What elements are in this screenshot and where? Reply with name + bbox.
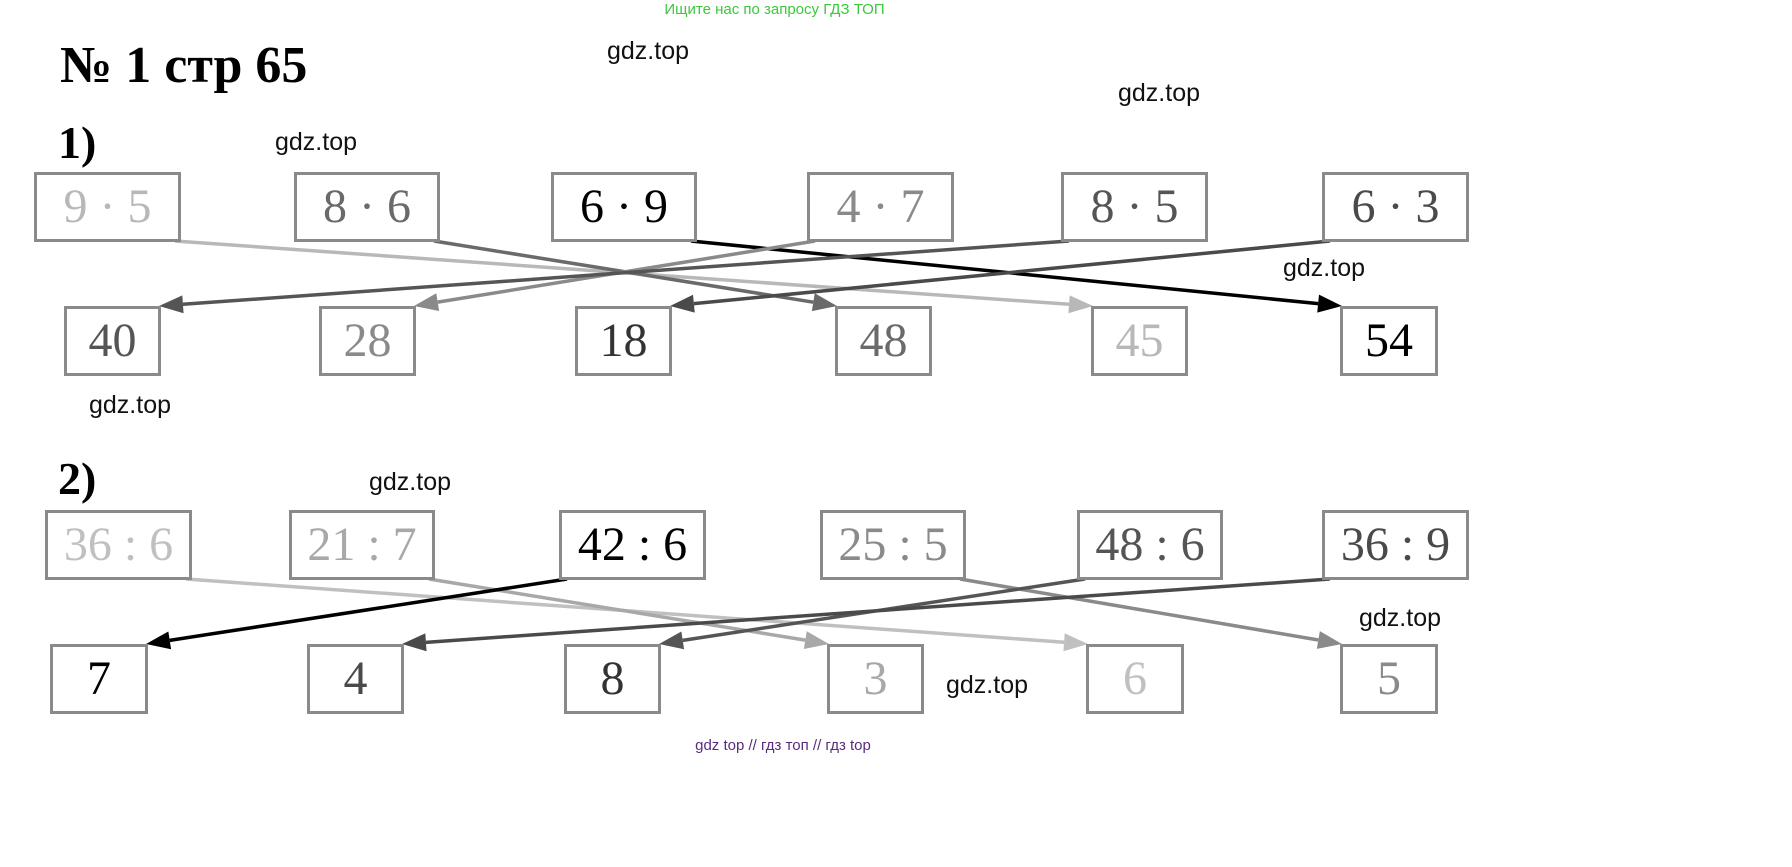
part-1-expression-box: 6 · 3 — [1322, 172, 1469, 242]
search-hint-banner: Ищите нас по запросу ГДЗ ТОП — [664, 1, 885, 18]
part-1-answer-box: 54 — [1340, 306, 1438, 376]
matching-arrowhead — [159, 295, 184, 314]
matching-arrowhead — [670, 294, 695, 313]
part-1-label: 1) — [58, 117, 97, 168]
watermark-text: gdz.top — [369, 468, 452, 496]
part-1-answer-box: 40 — [64, 306, 161, 376]
part-1-expression-box: 9 · 5 — [34, 172, 181, 242]
watermark-text: gdz.top — [1359, 604, 1442, 632]
part-2-answer-box: 6 — [1086, 644, 1184, 714]
part-2-expression-box: 36 : 6 — [45, 510, 192, 580]
part-1-answer-box: 28 — [319, 306, 416, 376]
matching-arrowhead — [414, 293, 440, 312]
part-2-label: 2) — [58, 453, 97, 504]
matching-arrow-line — [182, 239, 1070, 307]
watermark-text: gdz.top — [89, 391, 172, 419]
watermark-text: gdz.top — [1118, 79, 1201, 107]
part-2-expression-box: 25 : 5 — [820, 510, 966, 580]
part-2-answer-box: 8 — [564, 644, 661, 714]
matching-arrow-line — [693, 239, 1331, 306]
matching-arrow-line — [425, 577, 1331, 645]
part-1-expression-box: 6 · 9 — [551, 172, 697, 242]
part-2-answer-box: 5 — [1340, 644, 1438, 714]
part-2-expression-box: 36 : 9 — [1322, 510, 1469, 580]
footer-watermark: gdz top // гдз топ // гдз top — [695, 737, 871, 754]
matching-arrowhead — [146, 631, 172, 650]
part-1-answer-box: 48 — [835, 306, 932, 376]
part-2-answer-box: 3 — [827, 644, 924, 714]
part-1-arrows — [159, 239, 1342, 314]
part-2-expression-box: 42 : 6 — [559, 510, 706, 580]
matching-arrowhead — [1317, 294, 1342, 313]
matching-arrowhead — [1316, 631, 1342, 649]
watermark-text: gdz.top — [607, 37, 690, 65]
part-1-expression-box: 8 · 5 — [1061, 172, 1208, 242]
matching-arrowhead — [811, 293, 837, 312]
part-2-expression-box: 48 : 6 — [1077, 510, 1223, 580]
watermark-text: gdz.top — [1283, 254, 1366, 282]
part-2-answer-box: 7 — [50, 644, 148, 714]
part-1-expression-box: 8 · 6 — [294, 172, 440, 242]
part-1-answer-box: 18 — [575, 306, 672, 376]
matching-arrowhead — [659, 631, 685, 650]
matching-arrow-line — [169, 577, 568, 643]
part-2-answer-box: 4 — [307, 644, 404, 714]
matching-arrowhead — [402, 633, 427, 652]
page-title: № 1 стр 65 — [60, 37, 308, 94]
part-2-arrows — [146, 577, 1342, 652]
matching-arrowhead — [1063, 633, 1088, 652]
matching-arrowhead — [1068, 295, 1093, 314]
part-1-expression-box: 4 · 7 — [807, 172, 954, 242]
matching-arrowhead — [803, 631, 829, 650]
part-1-answer-box: 45 — [1091, 306, 1188, 376]
part-2-expression-box: 21 : 7 — [289, 510, 435, 580]
watermark-text: gdz.top — [946, 671, 1029, 699]
watermark-text: gdz.top — [275, 128, 358, 156]
